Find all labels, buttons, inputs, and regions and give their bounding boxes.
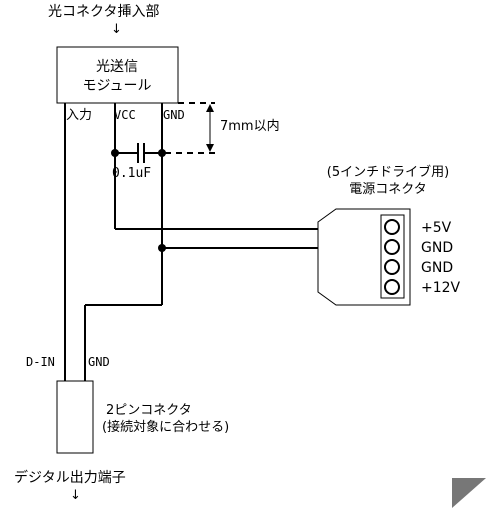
pin-input-label: 入力 bbox=[66, 108, 92, 123]
power-connector-pin-housing bbox=[380, 214, 405, 299]
junction-dot-gnd bbox=[158, 149, 166, 157]
power-connector-title-line2: 電源コネクタ bbox=[349, 182, 426, 197]
pin-din-label: D-IN bbox=[26, 355, 55, 369]
power-pin-3-icon bbox=[384, 259, 400, 275]
down-arrow-icon: ↓ bbox=[111, 22, 122, 37]
corner-triangle-icon bbox=[452, 478, 486, 508]
power-pin-3-label: GND bbox=[421, 260, 453, 276]
module-label-line2: モジュール bbox=[82, 78, 151, 94]
module-label-line1: 光送信 bbox=[96, 59, 138, 75]
power-connector-title-line1: (5インチドライブ用) bbox=[327, 164, 449, 180]
power-pin-1-icon bbox=[384, 219, 400, 235]
pin-connector-title-line2: (接続対象に合わせる) bbox=[102, 419, 229, 435]
down-arrow-bottom-icon: ↓ bbox=[70, 488, 81, 503]
dimension-arrow-up-icon bbox=[206, 104, 214, 112]
dimension-arrow-down-icon bbox=[206, 144, 214, 152]
two-pin-connector bbox=[56, 380, 94, 454]
power-pin-2-label: GND bbox=[421, 240, 453, 256]
optical-connector-label: 光コネクタ挿入部 bbox=[48, 4, 159, 20]
digital-output-label: デジタル出力端子 bbox=[14, 469, 126, 486]
power-pin-2-icon bbox=[384, 239, 400, 255]
pin-gnd-label: GND bbox=[163, 108, 185, 122]
optical-transmitter-module bbox=[56, 46, 179, 104]
pin-vcc-label: VCC bbox=[114, 108, 136, 122]
junction-dot-vcc bbox=[111, 149, 119, 157]
junction-dot-gnd-connector bbox=[158, 244, 166, 252]
power-pin-4-label: +12V bbox=[421, 280, 461, 296]
pin-connector-title-line1: 2ピンコネクタ bbox=[106, 403, 192, 418]
power-pin-4-icon bbox=[384, 279, 400, 295]
pin-connector-gnd-label: GND bbox=[88, 355, 110, 369]
power-pin-1-label: +5V bbox=[421, 220, 452, 236]
power-connector-body bbox=[317, 208, 411, 306]
distance-label: 7mm以内 bbox=[220, 118, 280, 134]
capacitor-value-label: 0.1uF bbox=[112, 166, 151, 181]
